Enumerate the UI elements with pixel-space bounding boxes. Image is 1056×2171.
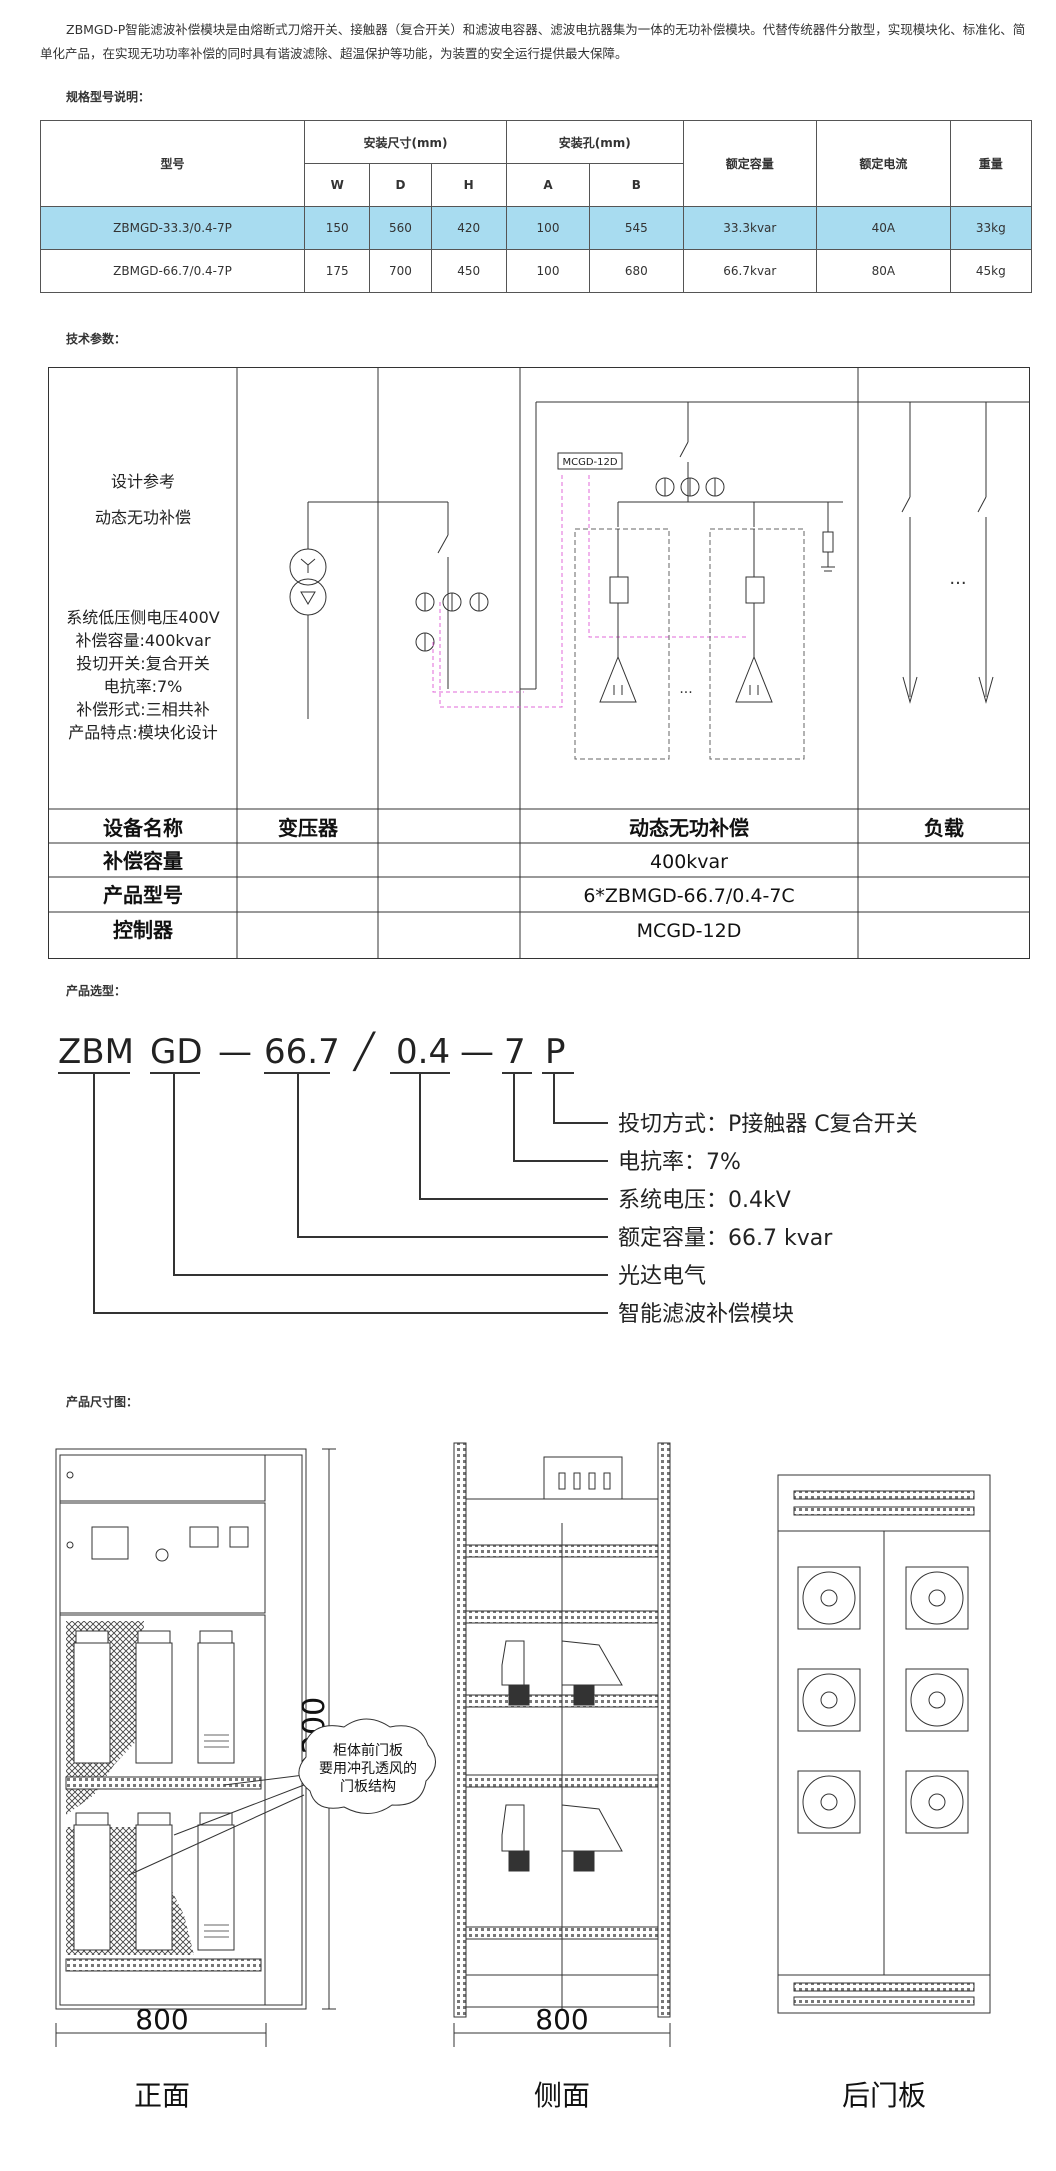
transformer-symbol <box>289 501 448 719</box>
row-value: 动态无功补偿 <box>629 816 749 840</box>
label-back: 后门板 <box>842 2079 926 2112</box>
note-line: 门板结构 <box>340 1779 396 1795</box>
cell-h: 450 <box>430 249 507 293</box>
code-part: ╱ <box>352 1031 376 1072</box>
header-weight: 重量 <box>949 120 1033 207</box>
note-line: 柜体前门板 <box>333 1742 403 1759</box>
table-row: ZBMGD-66.7/0.4-7P 175 700 450 100 680 66… <box>39 249 1033 293</box>
code-desc: 电抗率：7% <box>618 1150 741 1175</box>
header-model: 型号 <box>39 120 306 207</box>
note-line: 要用冲孔透风的 <box>319 1761 417 1777</box>
cell-weight: 45kg <box>949 249 1033 293</box>
param-line: 补偿容量:400kvar <box>75 631 210 650</box>
controller-tag-box <box>557 452 623 470</box>
tech-diagram: 设计参考 动态无功补偿 系统低压侧电压400V 补偿容量:400kvar 投切开… <box>48 367 1030 959</box>
cell-b: 545 <box>589 206 684 250</box>
header-b: B <box>589 163 684 207</box>
code-part: 66.7 <box>264 1032 340 1072</box>
cell-current: 80A <box>816 249 951 293</box>
cell-a: 100 <box>505 249 591 293</box>
cell-model: ZBMGD-33.3/0.4-7P <box>39 206 306 250</box>
code-desc: 额定容量：66.7 kvar <box>618 1226 833 1251</box>
label-front: 正面 <box>134 2079 190 2112</box>
code-leader-lines <box>58 1072 608 1314</box>
param-line: 电抗率:7% <box>104 677 183 696</box>
capacitor-unit-boxes <box>574 528 805 760</box>
code-desc: 系统电压：0.4kV <box>618 1188 791 1213</box>
dimension-drawings: 2200 800 柜体前门板 要用冲孔透风的 门板结构 正面 <box>55 1442 991 2112</box>
code-desc: 投切方式：P接触器 C复合开关 <box>618 1112 918 1137</box>
cell-current: 40A <box>816 206 951 250</box>
param-line: 系统低压侧电压400V <box>66 608 220 627</box>
code-desc: 智能滤波补偿模块 <box>618 1302 794 1327</box>
back-door-view <box>777 1474 991 2014</box>
header-d: D <box>369 163 432 207</box>
code-part: GD <box>150 1032 203 1072</box>
product-code-diagram: ZBM GD — 66.7 ╱ 0.4 — 7 P 投切方式：P接触器 C复合开… <box>58 1031 918 1327</box>
cell-h: 420 <box>430 206 507 250</box>
header-current: 额定电流 <box>816 120 951 207</box>
row-label: 补偿容量 <box>102 849 183 873</box>
header-h: H <box>430 163 507 207</box>
code-part: 7 <box>504 1032 526 1072</box>
param-line: 产品特点:模块化设计 <box>68 723 217 742</box>
code-part: — <box>460 1032 494 1072</box>
intro-paragraph: ZBMGD-P智能滤波补偿模块是由熔断式刀熔开关、接触器（复合开关）和滤波电容器… <box>40 22 1026 61</box>
header-w: W <box>304 163 371 207</box>
row-value: 6*ZBMGD-66.7/0.4-7C <box>583 885 794 907</box>
row-value: 400kvar <box>650 851 728 873</box>
side-view <box>453 1442 671 2047</box>
load-ellipsis: ··· <box>949 573 966 594</box>
cell-w: 175 <box>304 249 371 293</box>
controller-tag: MCGD-12D <box>562 457 617 468</box>
front-view <box>55 1448 336 2047</box>
param-line: 补偿形式:三相共补 <box>76 700 209 719</box>
design-dynamic-text: 动态无功补偿 <box>95 508 191 527</box>
signal-dashed-lines <box>432 475 748 708</box>
row-label: 控制器 <box>113 918 174 942</box>
row-value: MCGD-12D <box>637 920 742 942</box>
cell-d: 700 <box>369 249 432 293</box>
header-capacity: 额定容量 <box>682 120 818 207</box>
bus-lines <box>520 401 1030 690</box>
code-part: — <box>218 1032 252 1072</box>
cell-b: 680 <box>589 249 684 293</box>
code-part: 0.4 <box>396 1032 450 1072</box>
header-install-size: 安装尺寸(mm) <box>304 120 507 164</box>
label-side: 侧面 <box>534 2079 590 2112</box>
row-label: 产品型号 <box>103 883 183 907</box>
table-row: ZBMGD-33.3/0.4-7P 150 560 420 100 545 33… <box>39 206 1033 250</box>
note-cloud: 柜体前门板 要用冲孔透风的 门板结构 <box>298 1718 436 1814</box>
capacitor-units <box>599 529 773 703</box>
cell-capacity: 33.3kvar <box>682 206 818 250</box>
load-branches <box>901 402 994 704</box>
header-a: A <box>505 163 591 207</box>
cell-weight: 33kg <box>949 206 1033 250</box>
units-ellipsis: ··· <box>679 685 692 701</box>
header-install-hole: 安装孔(mm) <box>505 120 684 164</box>
switch-ct-group <box>415 502 489 689</box>
design-ref-text: 设计参考 <box>111 472 175 491</box>
row-value: 负载 <box>924 816 964 840</box>
section-size-label: 产品尺寸图： <box>66 1395 139 1409</box>
row-value: 变压器 <box>278 816 339 840</box>
cell-capacity: 66.7kvar <box>682 249 818 293</box>
cell-a: 100 <box>505 206 591 250</box>
section-tech-label: 技术参数： <box>66 332 127 346</box>
cell-d: 560 <box>369 206 432 250</box>
code-desc: 光达电气 <box>618 1264 706 1289</box>
spec-table: 型号 安装尺寸(mm) 安装孔(mm) 额定容量 额定电流 重量 W D H A… <box>39 120 1033 293</box>
cell-w: 150 <box>304 206 371 250</box>
side-width-dimension: 800 <box>535 2003 588 2036</box>
row-label: 设备名称 <box>103 816 183 840</box>
code-part: ZBM <box>58 1032 134 1072</box>
cell-model: ZBMGD-66.7/0.4-7P <box>39 249 306 293</box>
front-width-dimension: 800 <box>135 2003 188 2036</box>
param-line: 投切开关:复合开关 <box>76 654 209 673</box>
section-spec-label: 规格型号说明： <box>66 90 151 104</box>
code-part: P <box>545 1032 566 1072</box>
section-select-label: 产品选型： <box>66 984 127 998</box>
